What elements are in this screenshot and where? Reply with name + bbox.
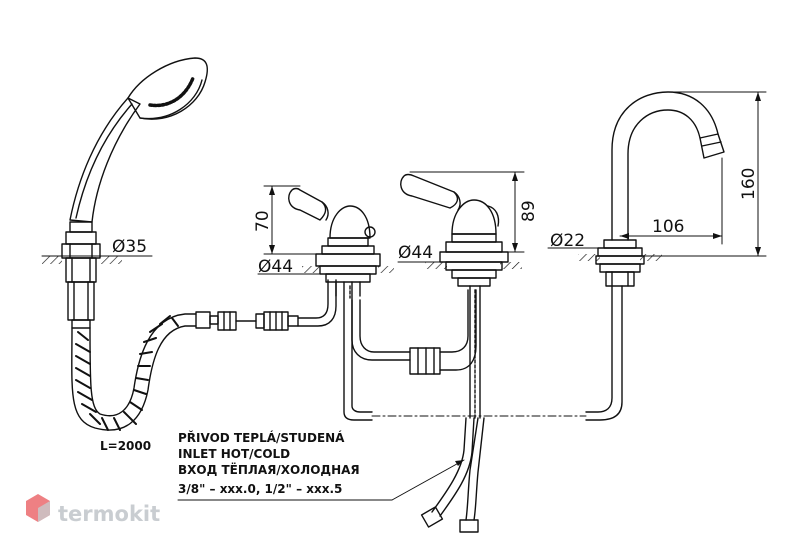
dim-spout-reach: 106 bbox=[652, 217, 684, 237]
hose-length-label: L=2000 bbox=[100, 439, 151, 453]
mixer-connector bbox=[409, 289, 477, 375]
left-valve bbox=[288, 187, 411, 421]
dim-right-valve-diameter: Ø44 bbox=[398, 243, 433, 263]
dimension-lines bbox=[41, 91, 767, 501]
dim-left-valve-height: 70 bbox=[253, 210, 273, 232]
deck-hatch-left bbox=[42, 254, 662, 273]
dim-hose-diameter: Ø35 bbox=[112, 237, 147, 257]
watermark-text: termokit bbox=[58, 502, 160, 526]
inlet-note-line4: 3/8" – xxx.0, 1/2" – xxx.5 bbox=[178, 482, 342, 496]
dim-spout-diameter: Ø22 bbox=[550, 231, 585, 251]
inlet-note-line2: INLET HOT/COLD bbox=[178, 447, 290, 461]
hand-shower bbox=[61, 57, 208, 329]
inlet-note-line3: ВХОД ТЁПЛАЯ/ХОЛОДНАЯ bbox=[178, 462, 360, 477]
spout bbox=[585, 91, 725, 421]
termokit-logo: termokit bbox=[26, 494, 160, 526]
dim-right-valve-height: 89 bbox=[519, 200, 539, 222]
inlet-note-line1: PŘIVOD TEPLÁ/STUDENÁ bbox=[178, 430, 345, 445]
dim-left-valve-diameter: Ø44 bbox=[258, 257, 293, 277]
dimension-arrows bbox=[269, 92, 761, 466]
dim-spout-height: 160 bbox=[739, 168, 759, 200]
shower-hose bbox=[71, 279, 337, 431]
right-valve bbox=[400, 173, 509, 533]
